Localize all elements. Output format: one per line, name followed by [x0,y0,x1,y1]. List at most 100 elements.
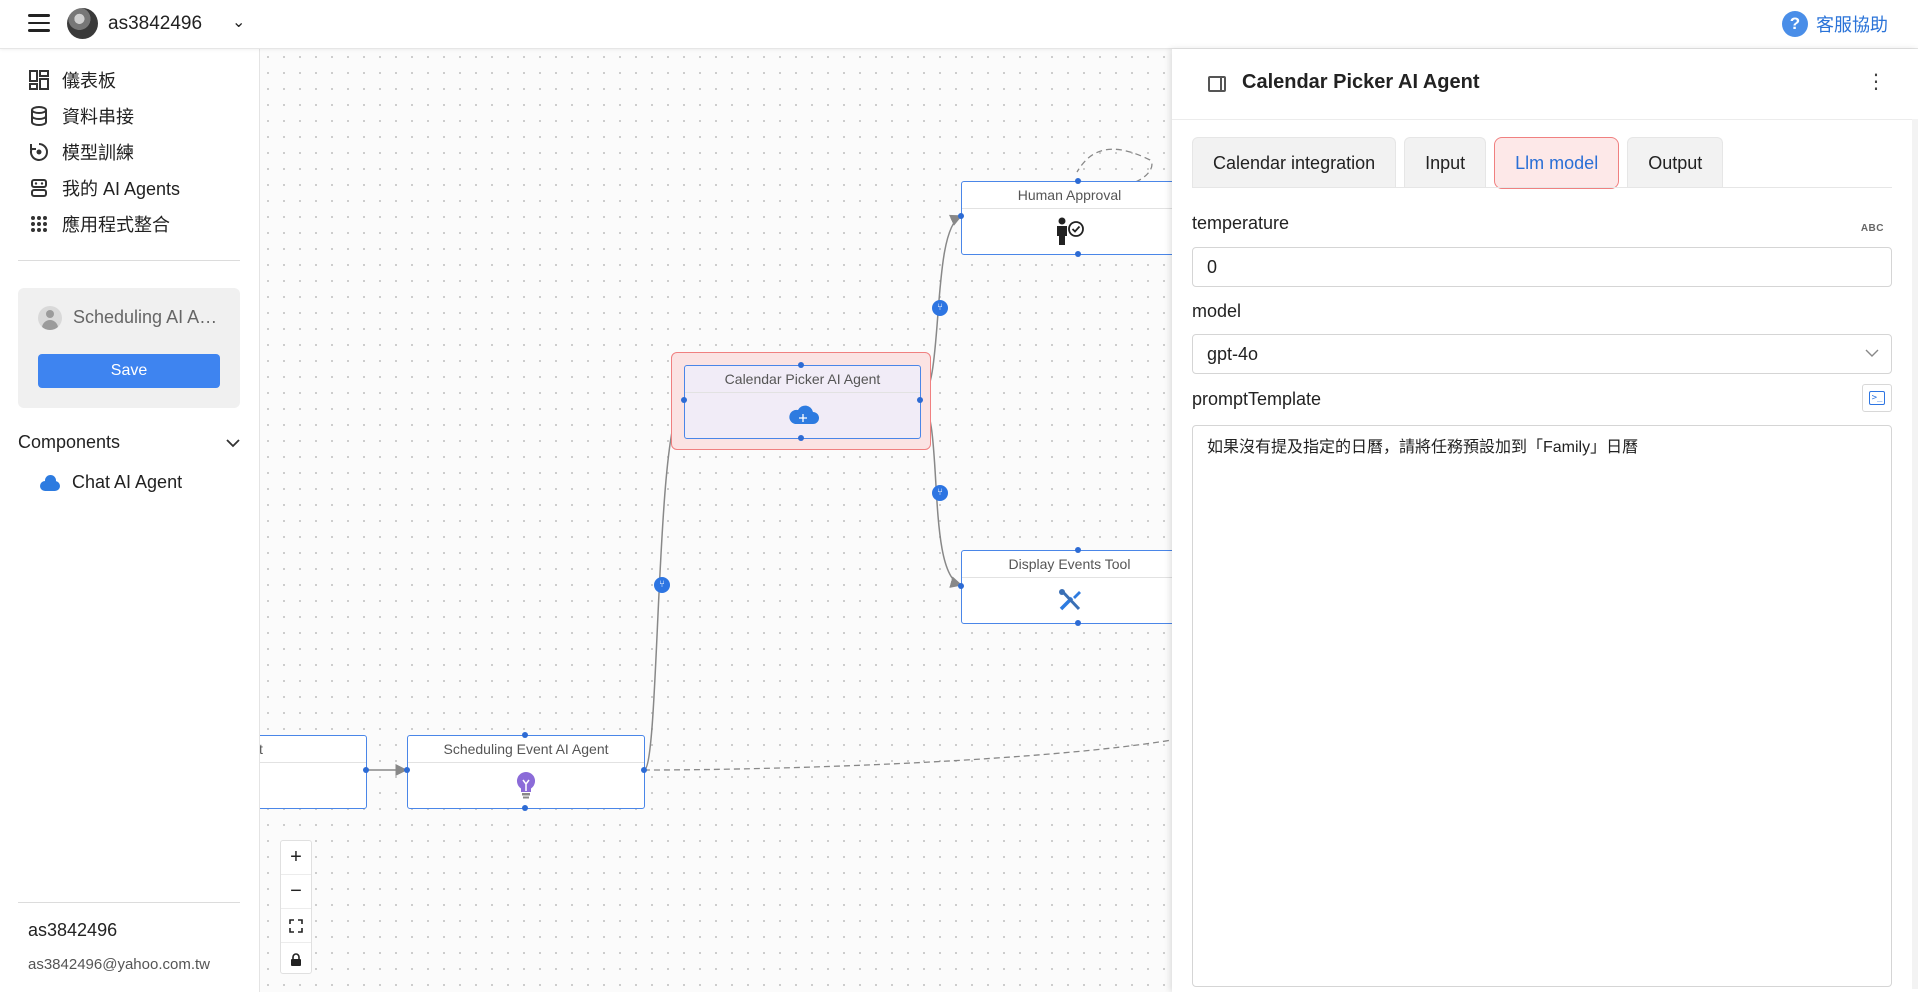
properties-panel: Calendar Picker AI Agent ⋮ Calendar inte… [1172,49,1918,992]
sidebar-item-label: 模型訓練 [62,143,134,163]
node-handle[interactable] [917,397,923,403]
chevron-down-icon [226,432,240,453]
node-handle[interactable] [681,397,687,403]
node-title: Display Events Tool [962,551,1177,578]
chevron-down-icon[interactable]: ⌄ [232,14,246,31]
sidebar-item-data-connection[interactable]: 資料串接 [28,98,180,134]
sidebar-item-dashboard[interactable]: 儀表板 [28,62,180,98]
zoom-in-button[interactable]: + [281,841,311,875]
node-handle[interactable] [641,767,647,773]
lock-icon [291,952,301,966]
save-button[interactable]: Save [38,354,220,388]
person-check-icon [962,209,1177,253]
node-title: t [251,736,366,763]
panel-toggle-icon[interactable] [1208,76,1226,92]
sidebar-item-label: 資料串接 [62,107,134,127]
help-label: 客服協助 [1816,15,1888,35]
temperature-input[interactable]: 0 [1192,247,1892,287]
lightbulb-icon [408,763,644,807]
fit-view-button[interactable] [281,909,311,943]
menu-icon[interactable] [28,14,50,32]
panel-title: Calendar Picker AI Agent [1242,71,1480,93]
top-bar: as3842496 ⌄ ? 客服協助 [0,0,1918,49]
tabs-divider [1192,187,1892,188]
model-label: model [1192,301,1242,321]
cloud-icon [38,474,62,491]
node-title: Human Approval [962,182,1177,209]
node-partial[interactable]: t [250,735,367,809]
robot-icon [28,177,50,199]
model-training-icon [28,141,50,163]
sidebar-item-app-integration[interactable]: 應用程式整合 [28,206,180,242]
node-handle[interactable] [798,362,804,368]
node-handle[interactable] [404,767,410,773]
node-display-events-tool[interactable]: Display Events Tool [961,550,1178,624]
sidebar-item-label: 我的 AI Agents [62,179,181,199]
user-avatar[interactable] [67,8,98,39]
branch-icon[interactable]: ⑂ [654,577,670,593]
lock-button[interactable] [281,943,311,976]
dashboard-icon [28,69,50,91]
topbar-username[interactable]: as3842496 [108,13,203,34]
zoom-out-button[interactable]: − [281,875,311,909]
model-select-value: gpt-4o [1207,343,1259,364]
node-handle[interactable] [1075,620,1081,626]
node-handle[interactable] [363,767,369,773]
sidebar-item-my-agents[interactable]: 我的 AI Agents [28,170,180,206]
component-chat-ai-agent[interactable]: Chat AI Agent [38,472,182,493]
sidebar-item-label: 應用程式整合 [62,215,170,235]
terminal-icon: >_ [1869,391,1885,405]
node-title: Calendar Picker AI Agent [685,366,920,393]
tab-calendar-integration[interactable]: Calendar integration [1192,137,1397,188]
node-handle[interactable] [1075,178,1081,184]
node-handle[interactable] [958,583,964,589]
sidebar-divider [18,260,240,261]
node-handle[interactable] [958,213,964,219]
panel-header: Calendar Picker AI Agent ⋮ [1172,49,1918,120]
prompt-template-textarea[interactable]: 如果沒有提及指定的日曆，請將任務預設加到「Family」日曆 [1192,425,1892,987]
agent-avatar [38,306,62,330]
zoom-controls: + − [280,840,312,974]
text-type-icon: ABC [1860,223,1884,234]
sidebar-footer-divider [18,902,240,903]
node-title: Scheduling Event AI Agent [408,736,644,763]
footer-email: as3842496@yahoo.com.tw [28,956,211,973]
tools-icon [962,578,1177,622]
node-calendar-picker-agent[interactable]: Calendar Picker AI Agent [684,365,921,439]
node-scheduling-event-agent[interactable]: Scheduling Event AI Agent [407,735,645,809]
sidebar: 儀表板 資料串接 模型訓練 我的 AI Agents 應用程式整合 [0,48,260,992]
sidebar-item-model-training[interactable]: 模型訓練 [28,134,180,170]
node-handle[interactable] [1075,251,1081,257]
model-select[interactable]: gpt-4o [1192,334,1892,374]
help-icon: ? [1782,11,1808,37]
fit-view-icon [289,918,303,933]
temperature-label: temperature [1192,213,1290,233]
node-human-approval[interactable]: Human Approval [961,181,1178,255]
sidebar-item-label: 儀表板 [62,71,116,91]
node-handle[interactable] [522,805,528,811]
database-icon [28,105,50,127]
node-handle[interactable] [798,435,804,441]
code-editor-button[interactable]: >_ [1862,384,1892,412]
node-handle[interactable] [1075,547,1081,553]
panel-tabs: Calendar integration Input Llm model Out… [1192,137,1731,189]
chevron-down-icon [1865,345,1879,361]
more-options-icon[interactable]: ⋮ [1866,71,1886,93]
components-label: Components [18,431,121,452]
agent-name[interactable]: Scheduling AI Agent [73,307,223,327]
help-link[interactable]: ? 客服協助 [1782,10,1888,38]
panel-scrollbar[interactable] [1912,119,1918,989]
node-handle[interactable] [522,732,528,738]
tab-llm-model[interactable]: Llm model [1494,137,1620,189]
tab-output[interactable]: Output [1627,137,1724,188]
agent-card: Scheduling AI Agent Save [18,288,240,408]
branch-icon[interactable]: ⑂ [932,485,948,501]
components-header[interactable]: Components [18,428,240,456]
branch-icon[interactable]: ⑂ [932,300,948,316]
apps-grid-icon [28,213,50,235]
cloud-brain-icon [685,393,920,437]
footer-username: as3842496 [28,920,118,940]
component-label: Chat AI Agent [72,472,183,492]
tab-input[interactable]: Input [1404,137,1487,188]
prompt-template-label: promptTemplate [1192,389,1322,409]
